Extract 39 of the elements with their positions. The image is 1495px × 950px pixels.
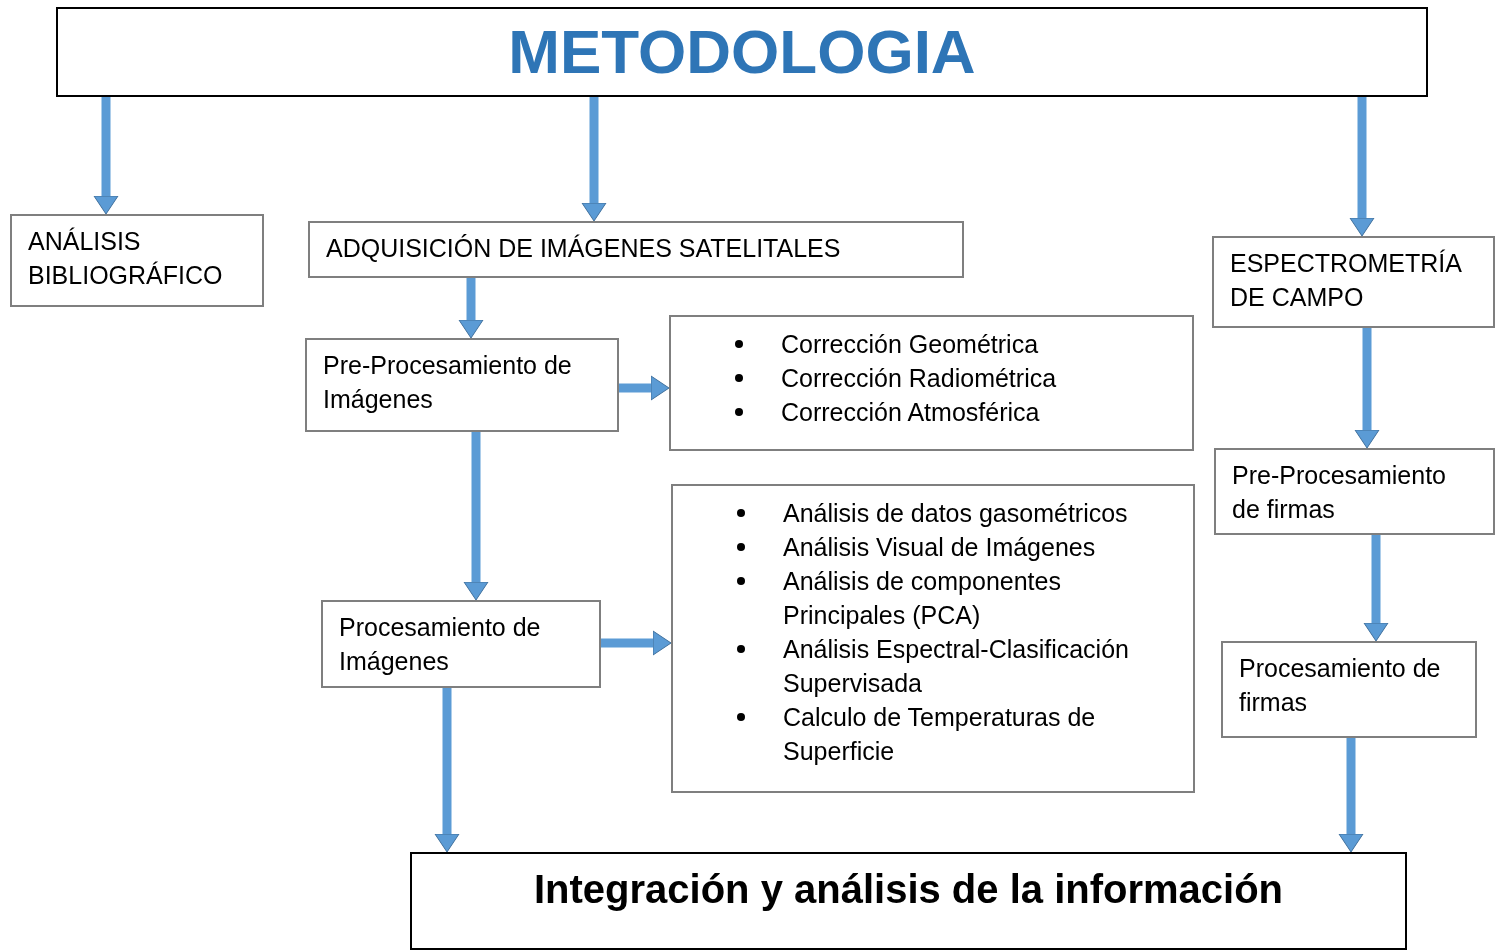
list-box xyxy=(671,484,1195,793)
process-box xyxy=(1214,448,1495,535)
list-item: Análisis de datos gasométricos xyxy=(783,498,1129,529)
arrow xyxy=(1349,97,1375,237)
process-box xyxy=(305,338,619,432)
box-label: ESPECTROMETRÍA DE CAMPO xyxy=(1230,248,1463,313)
box-label: Pre-Procesamiento de Imágenes xyxy=(323,350,573,415)
arrow xyxy=(434,688,460,853)
box-label: Integración y análisis de la información xyxy=(533,866,1284,913)
box-label: Procesamiento de Imágenes xyxy=(339,612,542,677)
list-item: Análisis Espectral-Clasificación Supervisada xyxy=(783,634,1130,699)
process-box xyxy=(1212,236,1495,328)
arrow xyxy=(1354,328,1380,449)
process-box xyxy=(321,600,601,688)
process-box xyxy=(1221,641,1477,738)
list-item: Corrección Geométrica xyxy=(781,329,1040,360)
result-box xyxy=(410,852,1407,950)
list-item: Análisis de componentes Principales (PCA) xyxy=(783,566,1062,631)
list-item: Corrección Atmosférica xyxy=(781,397,1041,428)
list-item: Corrección Radiométrica xyxy=(781,363,1058,394)
title-text: METODOLOGIA xyxy=(508,21,976,83)
process-box xyxy=(10,214,264,307)
title-box xyxy=(56,7,1428,97)
arrow xyxy=(93,97,119,215)
list-item: Calculo de Temperaturas de Superficie xyxy=(783,702,1097,767)
box-label: Pre-Procesamiento de firmas xyxy=(1232,460,1447,525)
arrow xyxy=(463,432,489,601)
list-box xyxy=(669,315,1194,451)
box-label: ANÁLISIS BIBLIOGRÁFICO xyxy=(28,226,224,291)
process-box xyxy=(308,221,964,278)
list-item: Análisis Visual de Imágenes xyxy=(783,532,1097,563)
arrow xyxy=(1338,738,1364,853)
arrow xyxy=(581,97,607,222)
box-label: Procesamiento de firmas xyxy=(1239,653,1442,718)
arrow xyxy=(458,278,484,339)
arrow xyxy=(601,630,672,656)
arrow xyxy=(1363,535,1389,642)
box-label: ADQUISICIÓN DE IMÁGENES SATELITALES xyxy=(326,233,842,264)
arrow xyxy=(619,375,670,401)
